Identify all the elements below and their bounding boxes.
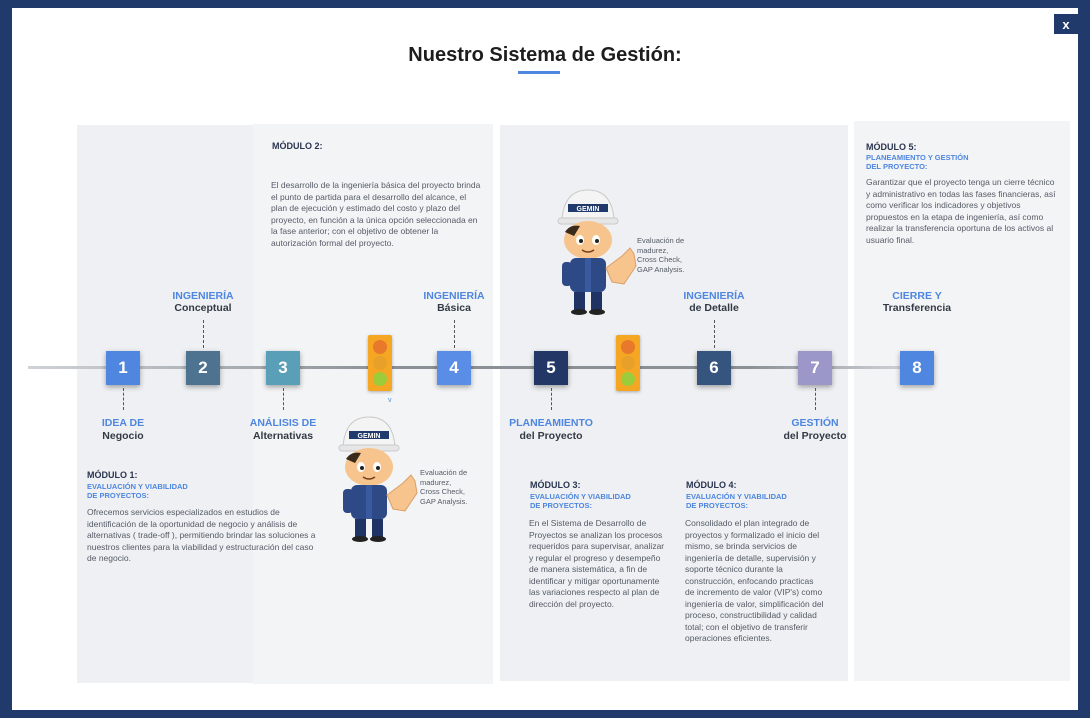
- module-3-4-panel: [500, 125, 848, 681]
- step-4-label-bottom: Básica: [437, 302, 471, 314]
- module-5-sub1: PLANEAMIENTO Y GESTIÓN: [866, 153, 969, 162]
- step-8-label-top: CIERRE Y: [892, 290, 942, 302]
- timeline-line: [28, 366, 928, 369]
- eval-line-1: Evaluación de: [637, 236, 685, 245]
- module-2-heading: MÓDULO 2:: [272, 141, 323, 151]
- step-2-label-top: INGENIERÍA: [172, 290, 234, 302]
- step-7-connector: [815, 388, 816, 410]
- page-title: Nuestro Sistema de Gestión:: [408, 44, 682, 66]
- module-5-heading: MÓDULO 5:: [866, 142, 917, 152]
- mascot-logo: GEMIN: [577, 206, 600, 213]
- step-6-label-bottom: de Detalle: [689, 302, 739, 314]
- title-underline: [518, 71, 560, 74]
- module-3-body: En el Sistema de Desarrollo de Proyectos…: [529, 518, 665, 609]
- step-7-label-top: GESTIÓN: [791, 417, 839, 429]
- traffic-light-green: [373, 372, 387, 386]
- mascot-logo: GEMIN: [358, 433, 381, 440]
- step-3-connector: [283, 388, 284, 410]
- traffic-light-1: [368, 335, 392, 391]
- check-mark: v: [388, 397, 392, 404]
- eval-line-1: Evaluación de: [420, 468, 468, 477]
- module-1-sub2: DE PROYECTOS:: [87, 491, 149, 500]
- engineer-mascot-top: GEMIN: [557, 189, 637, 315]
- module-4-sub2: DE PROYECTOS:: [686, 501, 748, 510]
- modal-frame: x Nuestro Sistema de Gestión: MÓDULO 2: …: [12, 8, 1078, 710]
- module-1-sub1: EVALUACIÓN Y VIABILIDAD: [87, 482, 188, 491]
- step-2-connector: [203, 320, 204, 348]
- step-8-box[interactable]: 8: [900, 351, 934, 385]
- module-5-sub2: DEL PROYECTO:: [866, 162, 928, 171]
- step-1-label-top: IDEA DE: [101, 417, 145, 429]
- step-2-box[interactable]: 2: [186, 351, 220, 385]
- step-4-label-top: INGENIERÍA: [423, 290, 485, 302]
- step-4-connector: [454, 320, 455, 348]
- module-2-body: El desarrollo de la ingeniería básica de…: [271, 180, 481, 248]
- step-5-label-bottom: del Proyecto: [519, 430, 583, 442]
- step-5-connector: [551, 388, 552, 410]
- module-1-body: Ofrecemos servicios especializados en es…: [87, 507, 316, 563]
- eval-line-2: madurez,: [420, 477, 452, 487]
- step-3-label-top: ANÁLISIS DE: [249, 417, 317, 429]
- step-1-box[interactable]: 1: [106, 351, 140, 385]
- module-3-sub2: DE PROYECTOS:: [530, 501, 592, 510]
- module-3-sub1: EVALUACIÓN Y VIABILIDAD: [530, 492, 631, 501]
- eval-line-2: madurez,: [637, 245, 669, 255]
- step-3-label-bottom: Alternativas: [252, 430, 314, 442]
- step-2-label-bottom: Conceptual: [174, 302, 232, 314]
- step-1-connector: [123, 388, 124, 410]
- module-4-heading: MÓDULO 4:: [686, 480, 737, 490]
- evaluation-note-bottom: Evaluación de madurez, Cross Check, GAP …: [420, 468, 467, 506]
- step-7-box[interactable]: 7: [798, 351, 832, 385]
- step-8-label-bottom: Transferencia: [882, 302, 952, 314]
- module-2-panel: [253, 124, 493, 684]
- traffic-light-2: [616, 335, 640, 391]
- step-5-label-top: PLANEAMIENTO: [509, 417, 593, 429]
- step-5-box[interactable]: 5: [534, 351, 568, 385]
- traffic-light-red: [621, 340, 635, 354]
- module-5-body: Garantizar que el proyecto tenga un cier…: [866, 177, 1056, 245]
- traffic-light-green: [621, 372, 635, 386]
- evaluation-note-top: Evaluación de madurez, Cross Check, GAP …: [637, 236, 684, 274]
- traffic-light-amber: [373, 356, 387, 370]
- module-1-heading: MÓDULO 1:: [87, 470, 138, 480]
- module-4-sub1: EVALUACIÓN Y VIABILIDAD: [686, 492, 787, 501]
- step-6-label-top: INGENIERÍA: [683, 290, 745, 302]
- traffic-light-red: [373, 340, 387, 354]
- module-5-panel: [854, 121, 1070, 681]
- eval-line-4: GAP Analysis.: [420, 496, 468, 506]
- engineer-mascot-bottom: GEMIN: [338, 416, 418, 542]
- close-button[interactable]: x: [1054, 14, 1078, 34]
- step-6-box[interactable]: 6: [697, 351, 731, 385]
- eval-line-3: Cross Check,: [637, 255, 683, 264]
- module-3-heading: MÓDULO 3:: [530, 480, 581, 490]
- traffic-light-amber: [621, 356, 635, 370]
- module-4-body: Consolidado el plan integrado de proyect…: [685, 518, 824, 643]
- eval-line-4: GAP Analysis.: [637, 264, 685, 274]
- step-3-box[interactable]: 3: [266, 351, 300, 385]
- step-1-label-bottom: Negocio: [102, 430, 144, 442]
- step-4-box[interactable]: 4: [437, 351, 471, 385]
- step-6-connector: [714, 320, 715, 348]
- eval-line-3: Cross Check,: [420, 487, 466, 496]
- step-7-label-bottom: del Proyecto: [783, 430, 847, 442]
